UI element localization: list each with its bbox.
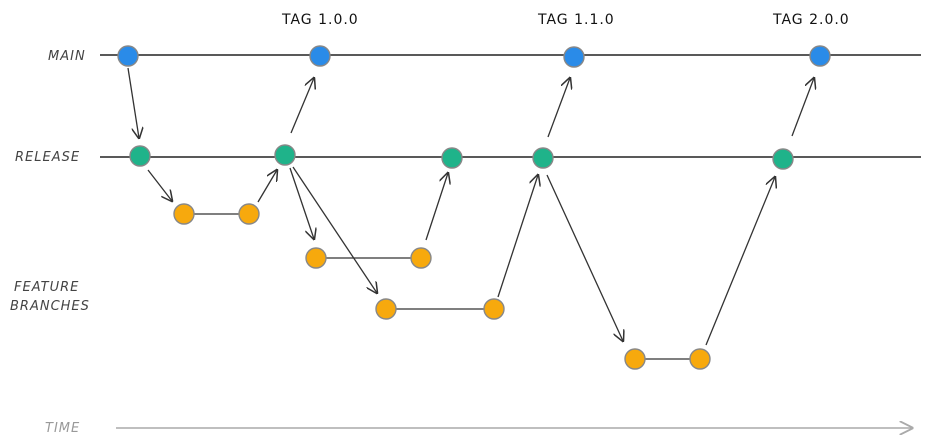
merge-arrow bbox=[257, 170, 277, 203]
main-commit-node bbox=[809, 45, 831, 67]
feature-commit-node bbox=[483, 298, 505, 320]
main-commit-node bbox=[563, 46, 585, 68]
merge-arrow bbox=[791, 78, 814, 137]
feature-commit-node bbox=[238, 203, 260, 225]
release-commit-node bbox=[274, 144, 296, 166]
feature-commit-node bbox=[375, 298, 397, 320]
tag-label-1-1-0: TAG 1.1.0 bbox=[537, 12, 615, 28]
tag-label-1-0-0: TAG 1.0.0 bbox=[281, 12, 359, 28]
merge-arrow bbox=[290, 78, 314, 134]
feature-commit-node bbox=[305, 247, 327, 269]
tag-label-2-0-0: TAG 2.0.0 bbox=[772, 12, 850, 28]
merge-arrow bbox=[425, 173, 448, 241]
lane-label-release: RELEASE bbox=[15, 150, 80, 165]
merge-arrow bbox=[705, 177, 775, 346]
feature-commit-node bbox=[689, 348, 711, 370]
branch-arrow bbox=[546, 174, 623, 341]
branch-arrow bbox=[292, 166, 377, 293]
main-commit-node bbox=[309, 45, 331, 67]
release-commit-node bbox=[129, 145, 151, 167]
branch-arrow bbox=[147, 169, 172, 201]
release-commit-node bbox=[772, 148, 794, 170]
branch-arrow bbox=[289, 167, 314, 239]
lane-label-feature-line2: BRANCHES bbox=[10, 299, 90, 314]
merge-arrow bbox=[127, 67, 139, 138]
lane-label-feature-line1: FEATURE bbox=[14, 280, 79, 295]
feature-commit-node bbox=[624, 348, 646, 370]
feature-commit-node bbox=[410, 247, 432, 269]
release-commit-node bbox=[532, 147, 554, 169]
lane-label-main: MAIN bbox=[48, 49, 86, 64]
release-commit-node bbox=[441, 147, 463, 169]
feature-commit-node bbox=[173, 203, 195, 225]
merge-arrow bbox=[547, 78, 570, 138]
time-label: TIME bbox=[45, 421, 80, 436]
main-commit-node bbox=[117, 45, 139, 67]
merge-arrow bbox=[497, 175, 538, 298]
